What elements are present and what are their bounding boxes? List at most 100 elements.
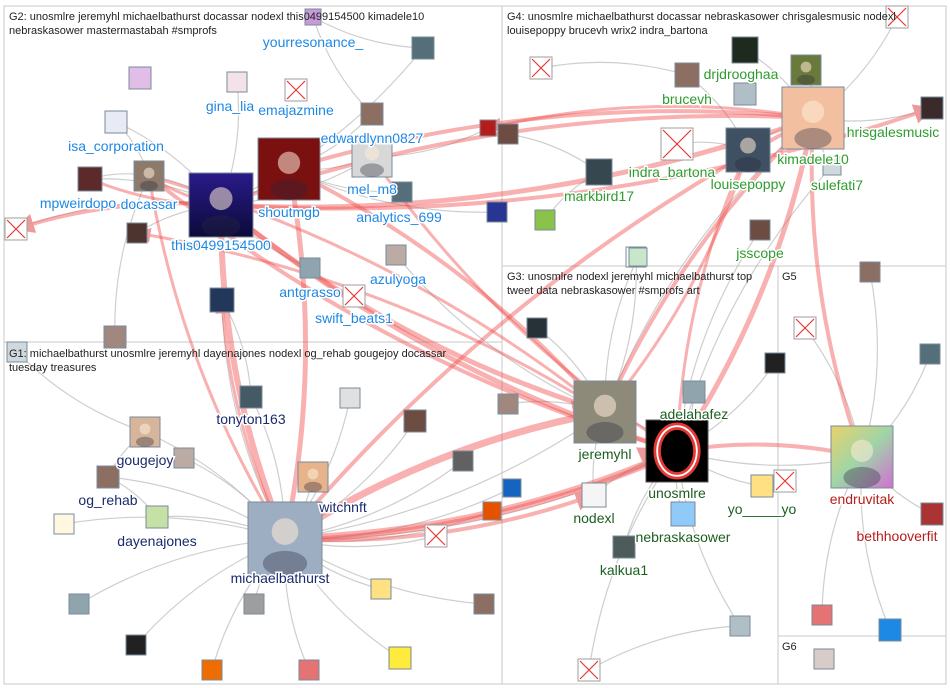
node-image bbox=[385, 244, 407, 266]
node-image bbox=[411, 36, 435, 60]
node-n27[interactable] bbox=[53, 513, 75, 535]
node-docassar[interactable] bbox=[133, 160, 165, 192]
node-image bbox=[731, 36, 759, 64]
node-yo[interactable] bbox=[750, 474, 774, 498]
node-kalkua[interactable] bbox=[612, 535, 636, 559]
node-label-antgrasso: antgrasso bbox=[279, 284, 341, 300]
node-ema[interactable] bbox=[284, 78, 308, 102]
node-n15[interactable] bbox=[6, 341, 28, 363]
node-n11[interactable] bbox=[4, 217, 28, 241]
node-yo2[interactable] bbox=[773, 469, 797, 493]
node-n25[interactable] bbox=[919, 343, 941, 365]
node-n10[interactable] bbox=[128, 66, 152, 90]
node-n1[interactable] bbox=[529, 56, 553, 80]
node-witch[interactable] bbox=[297, 461, 329, 493]
node-edward[interactable] bbox=[360, 102, 384, 126]
node-n40[interactable] bbox=[729, 615, 751, 637]
node-n30[interactable] bbox=[201, 659, 223, 681]
node-image bbox=[388, 646, 412, 670]
node-endruvitak[interactable] bbox=[830, 425, 894, 489]
node-label-ema: emajazmine bbox=[258, 102, 334, 118]
broken-image-x bbox=[887, 7, 907, 27]
node-markbird[interactable] bbox=[585, 158, 613, 186]
edge-red bbox=[675, 148, 750, 452]
node-n35[interactable] bbox=[424, 524, 448, 548]
node-n4[interactable] bbox=[885, 5, 909, 29]
edge-gray bbox=[507, 131, 600, 173]
node-n3[interactable] bbox=[790, 54, 822, 86]
node-n42[interactable] bbox=[878, 618, 902, 642]
node-n19[interactable] bbox=[497, 393, 519, 415]
node-jeremyhl[interactable] bbox=[573, 380, 637, 444]
node-image bbox=[670, 501, 696, 527]
group-label-g5: G5 bbox=[782, 271, 797, 283]
node-swift[interactable] bbox=[342, 284, 366, 308]
node-antgrasso[interactable] bbox=[299, 257, 321, 279]
node-kimadele[interactable] bbox=[781, 86, 845, 150]
node-n5[interactable] bbox=[479, 119, 497, 137]
node-drj[interactable] bbox=[731, 36, 759, 64]
group-label-g4-line2: louisepoppy brucevh wrix2 indra_bartona bbox=[507, 25, 708, 37]
node-n23[interactable] bbox=[793, 316, 817, 340]
node-n26[interactable] bbox=[173, 447, 195, 469]
node-n38[interactable] bbox=[482, 501, 502, 521]
node-n29[interactable] bbox=[125, 634, 147, 656]
node-n37[interactable] bbox=[502, 478, 522, 498]
node-n12[interactable] bbox=[126, 222, 148, 244]
node-n33[interactable] bbox=[370, 578, 392, 600]
node-azulyoga[interactable] bbox=[385, 244, 407, 266]
node-n32[interactable] bbox=[243, 593, 265, 615]
node-image bbox=[729, 615, 751, 637]
node-n14[interactable] bbox=[103, 325, 127, 349]
edge-gray bbox=[675, 165, 833, 452]
node-analytics[interactable] bbox=[391, 181, 413, 203]
node-n6[interactable] bbox=[497, 123, 519, 145]
node-n22[interactable] bbox=[764, 352, 786, 374]
node-og[interactable] bbox=[96, 465, 120, 489]
edge-gray bbox=[588, 625, 741, 671]
node-gougejoy[interactable] bbox=[129, 416, 161, 448]
node-gina[interactable] bbox=[226, 71, 248, 93]
node-n7[interactable] bbox=[534, 209, 556, 231]
node-n44[interactable] bbox=[628, 247, 648, 267]
node-n13[interactable] bbox=[209, 287, 235, 313]
node-this0499[interactable] bbox=[188, 172, 254, 238]
node-beth[interactable] bbox=[920, 502, 944, 526]
node-adela[interactable] bbox=[682, 380, 706, 404]
node-sulefati[interactable] bbox=[822, 156, 842, 176]
node-shoutmgb[interactable] bbox=[257, 137, 321, 201]
node-n9[interactable] bbox=[411, 36, 435, 60]
node-chris[interactable] bbox=[920, 96, 944, 120]
node-label-witch: witchnft bbox=[318, 499, 367, 515]
node-nebraska[interactable] bbox=[670, 501, 696, 527]
node-n28[interactable] bbox=[68, 593, 90, 615]
node-unos[interactable] bbox=[645, 419, 709, 483]
node-nodexl[interactable] bbox=[581, 482, 607, 508]
node-n17[interactable] bbox=[403, 409, 427, 433]
node-mpweird[interactable] bbox=[77, 166, 103, 192]
node-n20[interactable] bbox=[526, 317, 548, 339]
node-mel[interactable] bbox=[351, 136, 393, 178]
node-n24[interactable] bbox=[859, 261, 881, 283]
node-michael[interactable] bbox=[247, 501, 323, 577]
node-jsscope[interactable] bbox=[749, 219, 771, 241]
node-image bbox=[919, 343, 941, 365]
node-n8[interactable] bbox=[486, 201, 508, 223]
node-n43[interactable] bbox=[813, 648, 835, 670]
node-dayena[interactable] bbox=[145, 505, 169, 529]
node-n34[interactable] bbox=[388, 646, 412, 670]
node-n18[interactable] bbox=[452, 450, 474, 472]
node-indra[interactable] bbox=[660, 127, 694, 161]
node-n2[interactable] bbox=[733, 82, 757, 106]
node-brucevh[interactable] bbox=[674, 62, 700, 88]
node-image bbox=[370, 578, 392, 600]
node-n41[interactable] bbox=[811, 604, 833, 626]
node-n16[interactable] bbox=[339, 387, 361, 409]
node-louise[interactable] bbox=[725, 127, 771, 173]
node-n36[interactable] bbox=[473, 593, 495, 615]
node-isa[interactable] bbox=[104, 110, 128, 134]
node-yourres[interactable] bbox=[304, 8, 322, 26]
node-tonyton[interactable] bbox=[239, 385, 263, 409]
node-n31[interactable] bbox=[298, 659, 320, 681]
node-n39[interactable] bbox=[577, 658, 601, 682]
